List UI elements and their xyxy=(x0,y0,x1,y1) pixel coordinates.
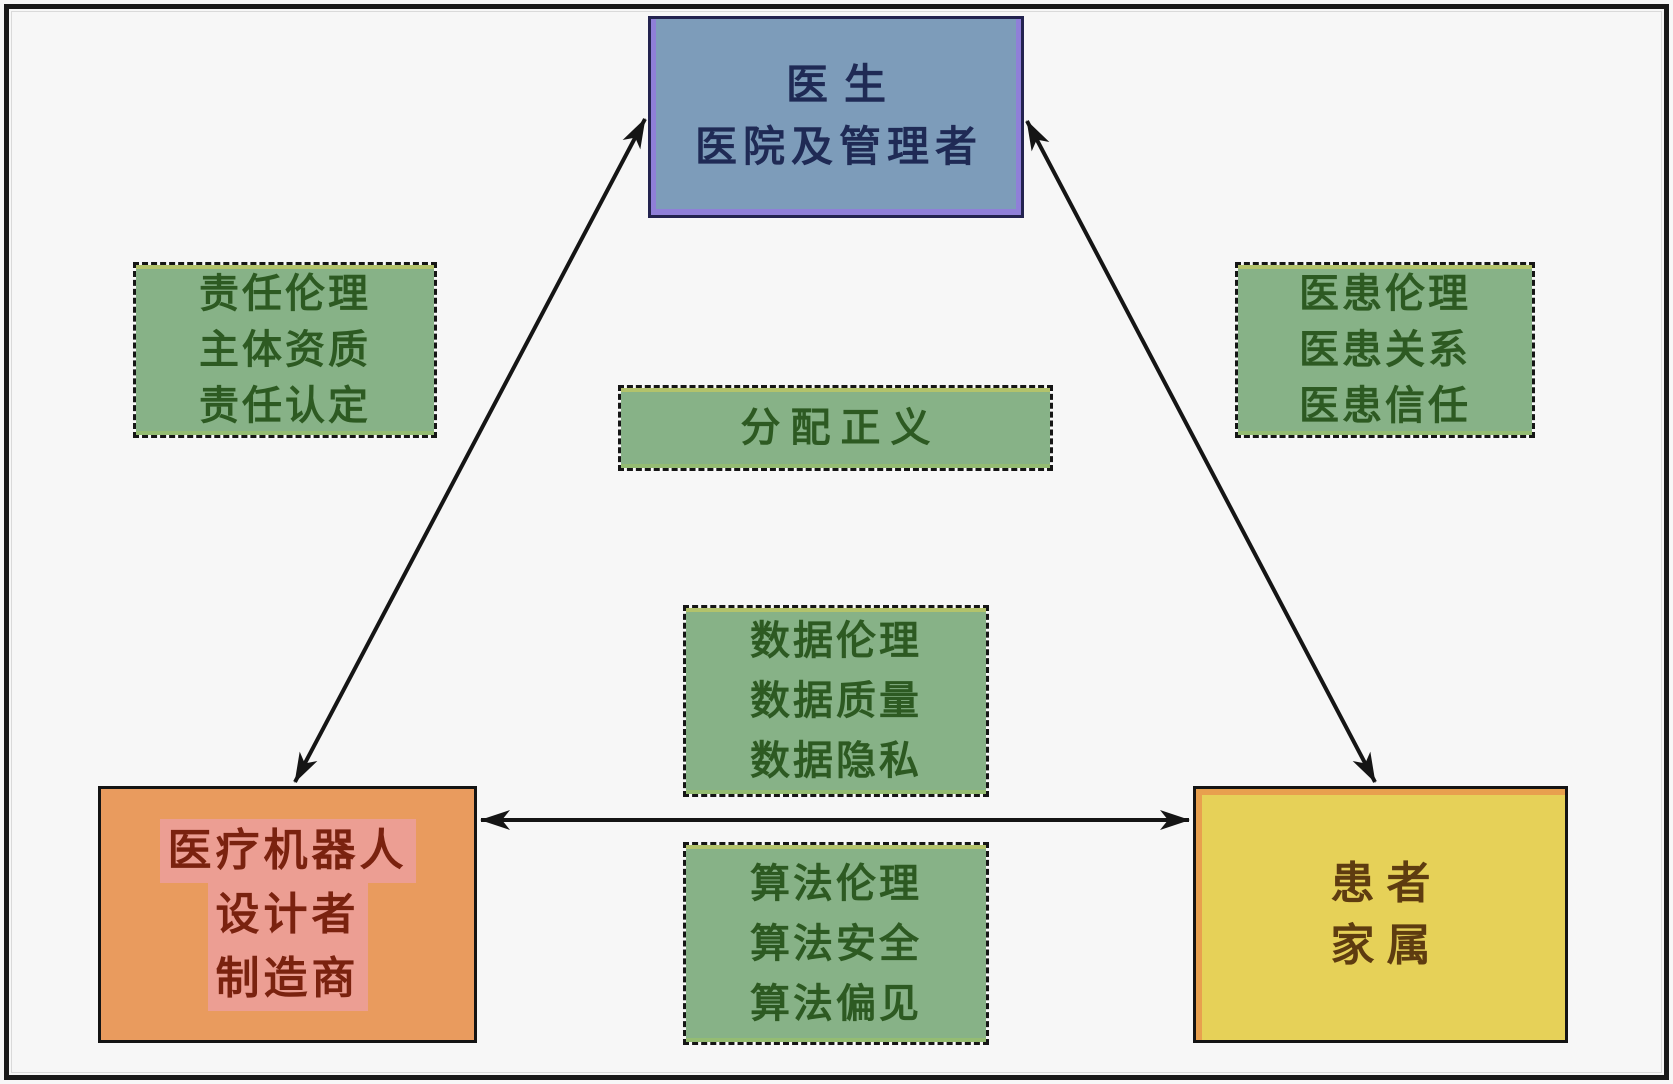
label-line: 医患伦理 xyxy=(1299,271,1471,316)
label-responsibility-ethics: 责任伦理 主体资质 责任认定 xyxy=(133,262,437,438)
node-patients-family: 患者 家属 xyxy=(1193,786,1568,1043)
label-line: 责任认定 xyxy=(199,383,371,428)
label-data-ethics: 数据伦理 数据质量 数据隐私 xyxy=(683,605,989,797)
label-line: 医患信任 xyxy=(1299,383,1471,428)
highlighted-text: 制造商 xyxy=(207,946,368,1011)
node-line: 设计者 xyxy=(207,882,368,947)
arrow-doctors-designers xyxy=(293,118,647,783)
label-line: 算法偏见 xyxy=(750,980,922,1026)
node-line: 制造商 xyxy=(207,946,368,1011)
arrow-doctors-patients xyxy=(1025,120,1377,783)
node-robot-designers-manufacturers: 医疗机器人 设计者 制造商 xyxy=(98,786,477,1043)
node-line: 医生 xyxy=(785,63,902,109)
highlighted-text: 设计者 xyxy=(207,882,368,947)
label-line: 数据质量 xyxy=(750,678,922,723)
label-doctor-patient-ethics: 医患伦理 医患关系 医患信任 xyxy=(1235,262,1535,438)
label-line: 数据隐私 xyxy=(750,738,922,783)
node-line: 医院及管理者 xyxy=(694,125,983,171)
node-line: 医疗机器人 xyxy=(159,818,416,883)
label-line: 主体资质 xyxy=(199,327,371,372)
label-line: 算法伦理 xyxy=(750,860,922,906)
label-line: 医患关系 xyxy=(1299,327,1471,372)
node-line: 家属 xyxy=(1330,920,1443,970)
label-distributive-justice: 分配正义 xyxy=(618,385,1053,471)
highlighted-text: 医疗机器人 xyxy=(159,818,416,883)
node-doctors-hospitals: 医生 医院及管理者 xyxy=(648,16,1024,218)
label-algorithm-ethics: 算法伦理 算法安全 算法偏见 xyxy=(683,842,989,1045)
label-line: 责任伦理 xyxy=(199,271,371,316)
node-line: 患者 xyxy=(1330,858,1443,908)
label-line: 算法安全 xyxy=(750,920,922,966)
label-line: 分配正义 xyxy=(740,405,941,450)
label-line: 数据伦理 xyxy=(750,618,922,663)
